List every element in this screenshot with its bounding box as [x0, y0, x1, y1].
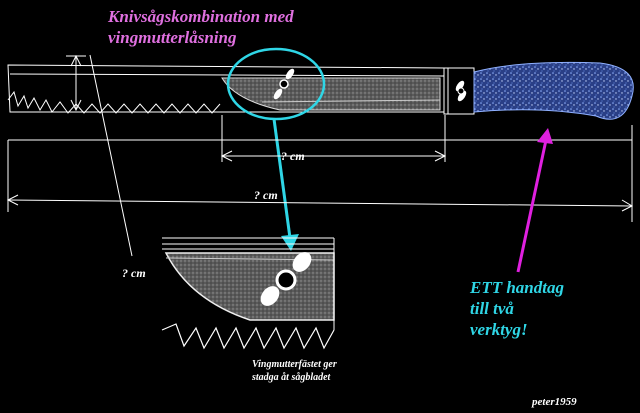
handle-pointer-shaft — [516, 139, 548, 273]
dimension-width-label: ? cm — [122, 266, 146, 280]
title-line-1: Knivsågskombination med — [108, 7, 294, 26]
handle-pointer-head — [537, 128, 553, 144]
dimension-short-label: ? cm — [281, 149, 305, 163]
dimension-total — [6, 125, 634, 222]
dimension-total-label: ? cm — [254, 188, 278, 202]
wing-nut-blade — [273, 68, 295, 100]
knife-edge-line — [261, 99, 441, 103]
tagline-line-3: verktyg! — [470, 320, 528, 339]
tagline-line-1: ETT handtag — [470, 278, 564, 297]
tagline-line-2: till två — [470, 299, 514, 318]
detail-arrow-head — [281, 234, 299, 251]
detail-arrow-shaft — [272, 118, 292, 239]
saw-teeth — [7, 90, 221, 114]
tagline: ETT handtag till två verktyg! — [470, 277, 564, 340]
dimension-short — [220, 115, 447, 162]
wing-nut-detail — [260, 252, 312, 306]
detail-caption: Vingmutterfästet ger stadga åt sågbladet — [252, 358, 337, 384]
title: Knivsågskombination med vingmutterlåsnin… — [108, 6, 294, 48]
knife-blade — [221, 77, 441, 111]
wing-nut-bolster — [455, 80, 467, 102]
blade-inner-line — [9, 73, 446, 77]
caption-line-1: Vingmutterfästet ger — [252, 359, 337, 370]
dimension-width — [66, 54, 133, 257]
handle — [473, 61, 634, 120]
title-line-2: vingmutterlåsning — [108, 28, 237, 47]
detail-enlargement — [161, 237, 335, 350]
highlight-circle — [226, 47, 326, 121]
caption-line-2: stadga åt sågbladet — [252, 372, 331, 383]
signature: peter1959 — [532, 396, 577, 408]
